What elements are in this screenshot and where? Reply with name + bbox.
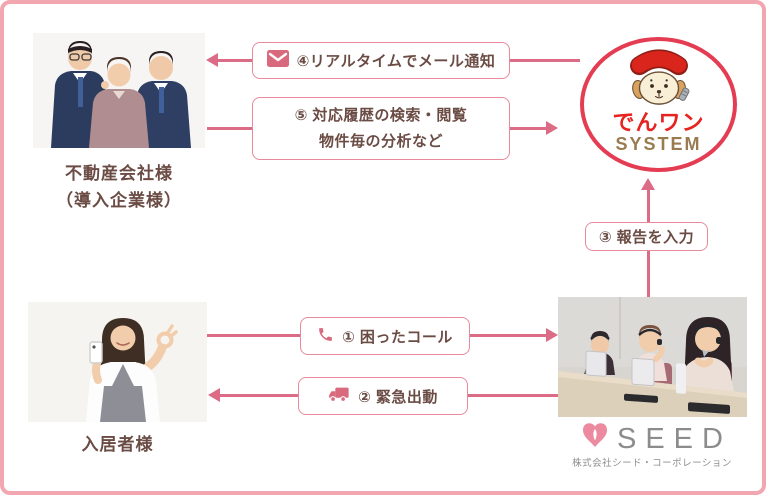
resident-woman — [86, 318, 178, 422]
mail-icon — [266, 50, 289, 71]
step4-label: ④リアルタイムでメール通知 — [296, 53, 496, 70]
step4-box: ④リアルタイムでメール通知 — [252, 42, 510, 79]
denwan-mascot-icon — [617, 49, 701, 114]
phone-icon — [317, 326, 334, 347]
line-step4-left — [217, 59, 253, 62]
step2-box: ② 緊急出動 — [298, 377, 468, 415]
real-estate-label-line1: 不動産会社様 — [65, 164, 173, 183]
resident-photo — [28, 302, 207, 422]
seed-wordmark: SEED — [617, 422, 732, 455]
call-center-photo — [558, 297, 747, 417]
line-step4-right — [510, 59, 580, 62]
denwan-logo-name: でんワン — [612, 110, 705, 135]
step5-label-line1: ⑤ 対応履歴の検索・閲覧 — [294, 106, 468, 124]
resident-label-text: 入居者様 — [81, 435, 154, 454]
seed-company-name: 株式会社シード・コーポレーション — [572, 458, 732, 469]
step1-box: ① 困ったコール — [300, 317, 470, 355]
denwan-logo-system: SYSTEM — [615, 134, 702, 154]
line-step5-left — [207, 127, 252, 130]
step5-label-line2: 物件毎の分析など — [318, 132, 443, 150]
arrow-to-system-right — [546, 121, 558, 135]
step5-box: ⑤ 対応履歴の検索・閲覧 物件毎の分析など — [252, 97, 510, 160]
seed-logo: SEED — [558, 421, 747, 456]
real-estate-team-photo — [33, 33, 205, 148]
real-estate-label-line2: （導入企業様） — [56, 191, 182, 210]
seed-heart-icon — [582, 421, 608, 456]
truck-icon — [328, 386, 350, 407]
arrow-to-system-up — [641, 178, 655, 190]
step3-box: ③ 報告を入力 — [585, 222, 708, 251]
resident-label: 入居者様 — [28, 431, 207, 458]
line-step1-right — [470, 334, 547, 337]
real-estate-label: 不動産会社様 （導入企業様） — [20, 160, 218, 214]
line-step1-left — [207, 334, 300, 337]
denwan-system-logo: でんワン SYSTEM — [580, 37, 737, 172]
step1-label: ① 困ったコール — [342, 328, 453, 346]
step2-label: ② 緊急出動 — [358, 388, 438, 406]
line-step5-right — [510, 127, 547, 130]
line-step2-left — [219, 394, 298, 397]
step3-label: ③ 報告を入力 — [598, 229, 695, 246]
arrow-to-resident — [208, 388, 220, 402]
arrow-to-call-center — [546, 328, 558, 342]
arrow-to-real-estate — [206, 53, 218, 67]
businesswoman-center — [89, 57, 149, 148]
line-step2-right — [468, 394, 558, 397]
